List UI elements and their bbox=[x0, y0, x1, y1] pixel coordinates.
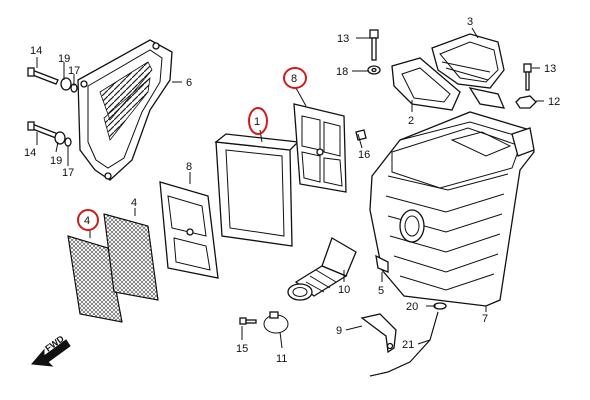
callout-15: 15 bbox=[236, 343, 248, 355]
clip-part-16 bbox=[355, 129, 367, 141]
callout-12: 12 bbox=[548, 96, 560, 108]
callout-14-upper: 14 bbox=[30, 45, 42, 57]
callout-8: 8 bbox=[186, 161, 192, 173]
callout-11: 11 bbox=[276, 353, 287, 365]
air-cleaner-cover-part-6 bbox=[77, 39, 173, 181]
callout-1: 1 bbox=[254, 116, 260, 128]
callout-16: 16 bbox=[358, 149, 370, 161]
mesh-screen-part-4-highlighted bbox=[67, 235, 123, 323]
callout-13-upper: 13 bbox=[337, 33, 349, 45]
air-cleaner-case-part-7 bbox=[369, 111, 535, 307]
highlight-circle-1 bbox=[248, 107, 268, 135]
bracket-part-2 bbox=[391, 57, 461, 111]
fwd-direction-marker: FWD bbox=[30, 333, 71, 367]
callout-labels: 1 2 3 4 4 5 6 7 8 8 9 10 11 12 13 13 14 … bbox=[24, 16, 560, 365]
mesh-screen-part-4 bbox=[103, 213, 159, 301]
callout-6: 6 bbox=[186, 77, 192, 89]
screw-part-15 bbox=[239, 317, 257, 325]
callout-14-lower: 14 bbox=[24, 147, 36, 159]
callout-19-lower: 19 bbox=[50, 155, 62, 167]
highlight-circle-4 bbox=[77, 209, 99, 231]
callout-3: 3 bbox=[467, 16, 473, 28]
callout-20: 20 bbox=[406, 301, 418, 313]
callout-10: 10 bbox=[338, 284, 350, 296]
bolt-part-13-right bbox=[523, 63, 532, 91]
intake-boot-part-10 bbox=[287, 237, 357, 301]
drain-tube-part-21 bbox=[369, 311, 439, 377]
callout-2: 2 bbox=[408, 115, 414, 127]
filter-frame-part-8 bbox=[159, 181, 219, 279]
callout-7: 7 bbox=[482, 313, 488, 325]
intake-duct-part-3 bbox=[431, 33, 506, 109]
filter-frame-part-8-highlighted bbox=[293, 103, 347, 193]
nut-part-12 bbox=[515, 95, 537, 109]
clamp-band-part-11 bbox=[263, 311, 289, 334]
callout-21: 21 bbox=[402, 339, 414, 351]
bolt-part-13-upper bbox=[369, 29, 379, 61]
callout-4-circled: 4 bbox=[84, 215, 90, 227]
washer-part-18 bbox=[367, 65, 381, 75]
callout-17-upper: 17 bbox=[68, 65, 80, 77]
callout-9: 9 bbox=[336, 325, 342, 337]
fwd-arrow-icon bbox=[30, 339, 71, 367]
filter-element-part-1 bbox=[214, 133, 300, 247]
callout-4: 4 bbox=[131, 197, 137, 209]
screw-washer-set-lower bbox=[27, 121, 72, 147]
callout-5: 5 bbox=[378, 285, 384, 297]
leader-lines bbox=[36, 27, 544, 349]
callout-18: 18 bbox=[336, 66, 348, 78]
stay-part-9 bbox=[360, 313, 397, 354]
screw-washer-set-upper bbox=[27, 67, 78, 93]
highlight-circles bbox=[77, 67, 307, 231]
callout-13-right: 13 bbox=[544, 63, 556, 75]
callout-8-circled: 8 bbox=[291, 73, 297, 85]
callout-17-lower: 17 bbox=[62, 167, 74, 179]
callout-19-upper: 19 bbox=[58, 53, 70, 65]
highlight-circle-8 bbox=[283, 67, 307, 89]
